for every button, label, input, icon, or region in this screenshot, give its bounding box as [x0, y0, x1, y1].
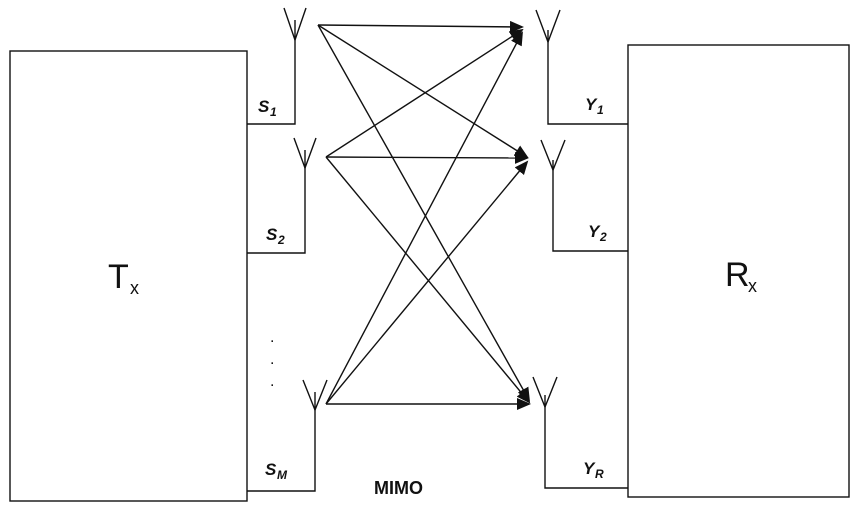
rx-antenna-r [532, 376, 628, 489]
tx-label-sub: x [130, 278, 139, 298]
rx-signal-label-2: Y 2 [588, 222, 607, 244]
signal-sub: 2 [599, 230, 607, 244]
signal-main: Y [588, 222, 601, 241]
rx-signal-label-1: Y 1 [585, 95, 604, 117]
mimo-caption: MIMO [374, 478, 423, 498]
tx-label: T [108, 258, 129, 296]
signal-sub: 1 [597, 103, 604, 117]
tx-antenna-2 [247, 137, 317, 254]
path-s2-yr [325, 156, 531, 404]
signal-sub: R [595, 467, 604, 481]
antenna-ellipsis: . . . [270, 329, 274, 390]
signal-main: S [258, 97, 270, 116]
tx-antenna-m [247, 379, 328, 492]
rx-antenna-1 [535, 9, 628, 125]
rx-antenna-2 [540, 139, 628, 252]
path-s1-yr [317, 24, 530, 402]
rx-block: R x [627, 44, 850, 498]
tx-antenna-1 [247, 7, 307, 125]
tx-signal-label-2: S 2 [266, 225, 285, 247]
signal-main: Y [585, 95, 598, 114]
signal-main: Y [583, 459, 596, 478]
path-s2-y2 [325, 151, 529, 164]
ellipsis-dot: . [270, 373, 274, 390]
signal-main: S [266, 225, 278, 244]
path-s1-y2 [317, 24, 529, 159]
ellipsis-dot: . [270, 351, 274, 368]
rx-label-sub: x [748, 276, 757, 296]
tx-signal-label-1: S 1 [258, 97, 277, 119]
path-sm-y2 [325, 160, 529, 405]
ellipsis-dot: . [270, 329, 274, 346]
tx-signal-label-m: S M [265, 460, 288, 482]
signal-sub: 2 [277, 233, 285, 247]
signal-sub: M [277, 468, 288, 482]
channel-paths [317, 20, 531, 410]
tx-box [9, 50, 248, 502]
path-sm-y1 [325, 31, 523, 405]
path-s2-y1 [325, 28, 524, 158]
tx-block: T x [9, 50, 248, 502]
rx-signal-label-r: Y R [583, 459, 604, 481]
rx-box [627, 44, 850, 498]
signal-sub: 1 [270, 105, 277, 119]
rx-label: R [725, 256, 750, 294]
path-s1-y1 [317, 20, 524, 33]
signal-main: S [265, 460, 277, 479]
